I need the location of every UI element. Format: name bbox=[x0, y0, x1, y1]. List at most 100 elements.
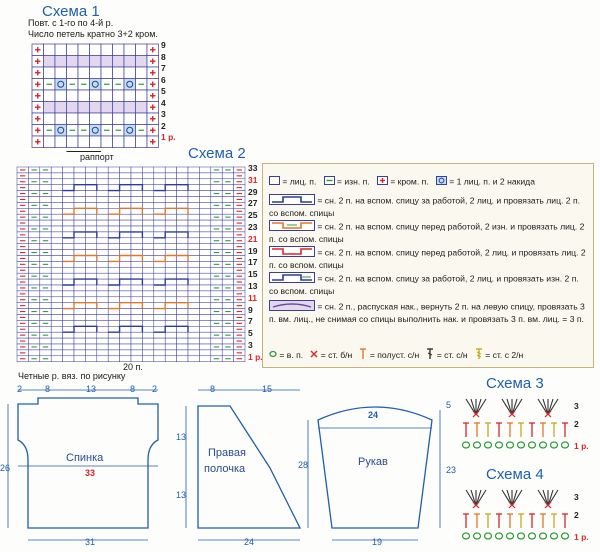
legend-dc: = ст. с/н bbox=[436, 349, 468, 360]
hdc-icon bbox=[359, 348, 367, 363]
scheme1-row-number: 2 bbox=[161, 120, 166, 131]
front-dim-2: 15 bbox=[262, 384, 273, 394]
legend-cable3: = сн. 2 п. на вспом. спицу перед работой… bbox=[269, 247, 586, 270]
back-dim-2: 8 bbox=[45, 384, 51, 394]
scheme1-row-number: 1 р. bbox=[161, 132, 176, 142]
legend-ch: = в. п. bbox=[279, 349, 304, 360]
cable4-icon bbox=[269, 272, 315, 286]
scheme2-row-number: 5 bbox=[248, 328, 253, 339]
sc-icon bbox=[310, 350, 318, 361]
front-dim-1: 8 bbox=[210, 384, 216, 394]
edge-icon bbox=[376, 176, 388, 188]
scheme4-title: Схема 4 bbox=[486, 466, 544, 483]
crochet-row-number: 1 р. bbox=[574, 532, 589, 542]
scheme1-note1: Повт. с 1-го по 4-й р. bbox=[28, 18, 114, 28]
back-piece bbox=[7, 389, 159, 541]
crochet-row-number: 3 bbox=[574, 401, 579, 411]
sleeve-height-left: 28 bbox=[298, 460, 309, 470]
legend-cable1: = сн. 2 п. на вспом. спицу за работой, 2… bbox=[269, 195, 580, 218]
back-dim-4: 8 bbox=[130, 384, 136, 394]
scheme2-row-number: 23 bbox=[248, 221, 258, 232]
scheme1-row-number: 4 bbox=[161, 97, 166, 108]
scheme2-row-number: 29 bbox=[248, 186, 258, 197]
scheme2-row-number: 25 bbox=[248, 210, 258, 221]
sleeve-bottom: 19 bbox=[372, 537, 383, 547]
cable2-icon bbox=[269, 220, 315, 234]
front-label-1: Правая bbox=[208, 447, 246, 459]
legend-row-cable3: = сн. 2 п. на вспом. спицу перед работой… bbox=[269, 246, 587, 271]
purl-icon bbox=[323, 176, 335, 188]
legend-hdc: = полуст. с/н bbox=[369, 349, 420, 360]
legend-box: = лиц. п. = изн. п. = кром. п. = 1 лиц. … bbox=[262, 163, 594, 368]
scheme2-grid bbox=[16, 166, 246, 362]
scheme2-row-number: 21 bbox=[248, 233, 258, 244]
legend-sc: = ст. б/н bbox=[320, 349, 353, 360]
back-bottom: 31 bbox=[85, 537, 96, 547]
back-dim-5: 2 bbox=[152, 384, 158, 394]
front-piece bbox=[185, 389, 302, 541]
legend-edge: = кром. п. bbox=[390, 176, 429, 187]
sleeve-height-right-top: 5 bbox=[446, 400, 452, 410]
scheme2-row-number: 15 bbox=[248, 269, 258, 280]
even-rows-note: Четные р. вяз. по рисунку bbox=[18, 371, 126, 381]
sleeve-label: Рукав bbox=[358, 456, 388, 468]
cable1-icon bbox=[269, 194, 315, 208]
scheme2-row-number: 13 bbox=[248, 280, 258, 291]
legend-row-cable1: = сн. 2 п. на вспом. спицу за работой, 2… bbox=[269, 194, 587, 219]
legend-row-crochet: = в. п. = ст. б/н = полуст. с/н = ст. с/… bbox=[269, 348, 591, 363]
front-label-2: полочка bbox=[204, 463, 246, 475]
front-height-bottom: 13 bbox=[176, 490, 187, 500]
dc-icon bbox=[426, 348, 434, 363]
legend-row-cable4: = сн. 2 п. на вспом. спицу за работой, 2… bbox=[269, 272, 587, 297]
scheme4-chart bbox=[461, 489, 570, 540]
sleeve-piece bbox=[307, 406, 441, 541]
scheme2-bottom-label: 20 п. bbox=[123, 362, 143, 372]
legend-cable5: = сн. 2 п., распуская нак., вернуть 2 п.… bbox=[269, 301, 585, 324]
back-dim-1: 2 bbox=[17, 384, 23, 394]
scheme3-title: Схема 3 bbox=[486, 375, 544, 392]
pattern-pieces bbox=[7, 389, 441, 541]
cable5-icon bbox=[269, 300, 315, 314]
legend-knit-2yo: = 1 лиц. п. и 2 накида bbox=[449, 176, 535, 187]
legend-row-basic: = лиц. п. = изн. п. = кром. п. = 1 лиц. … bbox=[269, 176, 535, 188]
scheme1-grid bbox=[31, 43, 159, 152]
crochet-row-number: 2 bbox=[574, 510, 579, 520]
legend-cable2: = сн. 2 п. на вспом. спицу перед работой… bbox=[269, 221, 585, 244]
scheme1-row-number: 3 bbox=[161, 109, 166, 119]
dc2-icon bbox=[475, 348, 483, 363]
scheme2-title: Схема 2 bbox=[188, 145, 246, 162]
scheme1-row-number: 7 bbox=[161, 63, 166, 73]
scheme2-row-number: 31 bbox=[248, 174, 258, 185]
sleeve-height-right: 23 bbox=[446, 465, 457, 475]
chain-icon bbox=[269, 350, 277, 361]
scheme2-row-number: 17 bbox=[248, 257, 258, 268]
scheme2-row-number: 19 bbox=[248, 245, 258, 256]
scheme2-row-number: 11 bbox=[248, 292, 257, 303]
scheme2-row-number: 7 bbox=[248, 316, 253, 327]
legend-knit: = лиц. п. bbox=[282, 176, 317, 187]
legend-dc2: = ст. с 2/н bbox=[485, 349, 524, 360]
legend-row-cable5: = сн. 2 п., распуская нак., вернуть 2 п.… bbox=[269, 300, 587, 325]
scheme1-row-number: 9 bbox=[161, 40, 166, 50]
legend-cable4: = сн. 2 п. на вспом. спицу за работой, 2… bbox=[269, 273, 579, 296]
crochet-row-number: 1 р. bbox=[574, 441, 589, 451]
scheme2-row-number: 1 р. bbox=[248, 351, 263, 362]
legend-row-cable2: = сн. 2 п. на вспом. спицу перед работой… bbox=[269, 220, 587, 245]
scheme1-repeat-label: раппорт bbox=[80, 152, 114, 162]
scheme1-row-number: 8 bbox=[161, 51, 166, 62]
crochet-row-number: 2 bbox=[574, 419, 579, 429]
cable3-icon bbox=[269, 246, 315, 260]
scheme1-note2: Число петель кратно 3+2 кром. bbox=[28, 29, 158, 39]
knit-2yo-icon bbox=[435, 176, 447, 188]
scheme2-row-number: 33 bbox=[248, 163, 258, 173]
crochet-row-number: 3 bbox=[574, 492, 579, 502]
sleeve-top: 24 bbox=[368, 410, 379, 420]
back-height: 26 bbox=[0, 463, 11, 473]
back-label: Спинка bbox=[66, 452, 104, 464]
front-bottom: 24 bbox=[244, 537, 255, 547]
scheme1-row-number: 6 bbox=[161, 74, 166, 85]
legend-purl: = изн. п. bbox=[336, 176, 370, 187]
knit-icon bbox=[269, 176, 280, 188]
back-width: 33 bbox=[85, 468, 96, 478]
